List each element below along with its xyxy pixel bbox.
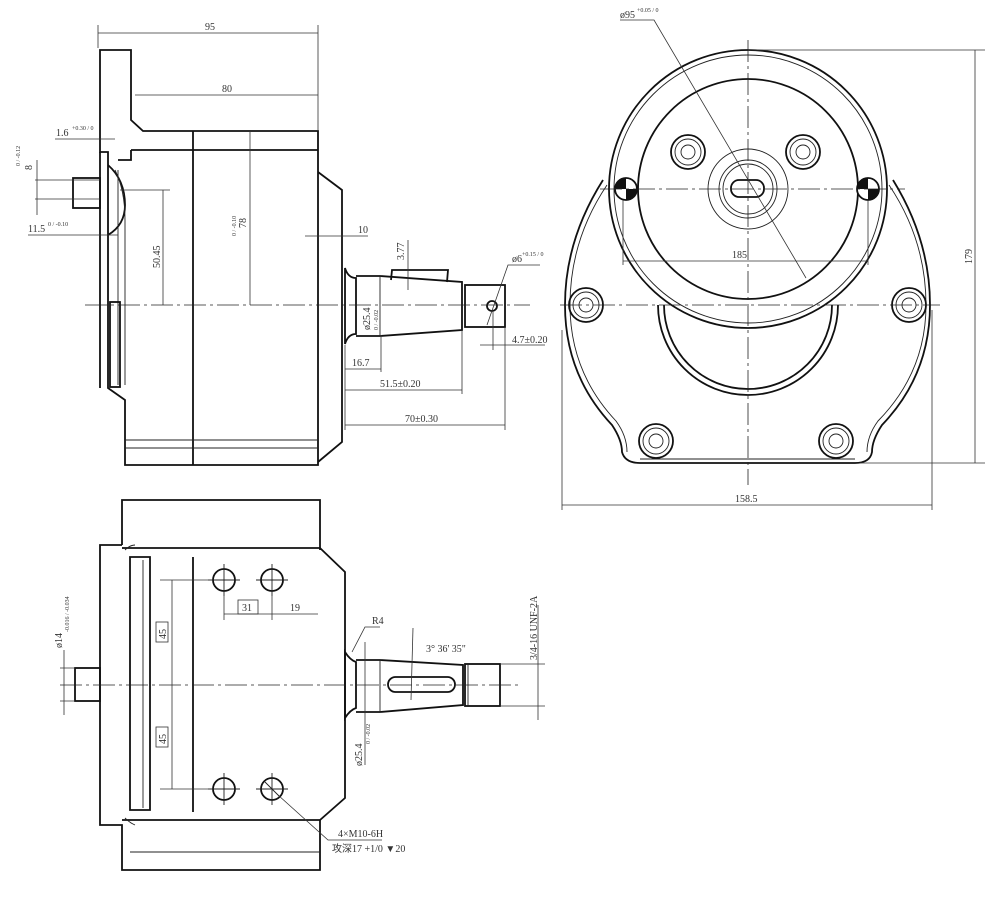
dim-45-box xyxy=(155,621,169,643)
dim-158-5: 158.5 xyxy=(735,494,758,505)
shaft-end xyxy=(464,284,506,328)
dim-stub-line xyxy=(60,650,75,715)
bolt-hole xyxy=(785,134,821,170)
dowel-pin-fill xyxy=(615,178,637,200)
dim-stub-dia-tol: -0.016 / -0.034 xyxy=(65,596,71,632)
dim-31-box xyxy=(237,599,259,615)
stub-shaft xyxy=(74,667,101,702)
tapered-shaft xyxy=(356,275,463,337)
dim-shaft-dia-tol: 0 / -0.02 xyxy=(374,310,380,330)
base-lines xyxy=(125,439,318,449)
dim-80: 80 xyxy=(222,84,232,95)
dim-70: 70±0.30 xyxy=(405,414,438,425)
flange-recess xyxy=(129,556,151,811)
shaft-slot xyxy=(730,179,765,198)
dim-1-6-tol: +0.30 / 0 xyxy=(72,126,94,132)
bottom-view: 45 45 31 19 ø14 -0.016 / -0.034 R4 3° 36… xyxy=(54,499,545,871)
dowel-pin-fill xyxy=(857,178,879,200)
dim-179-line xyxy=(748,49,985,464)
dim-185: 185 xyxy=(732,250,747,261)
mounting-holes xyxy=(208,564,288,805)
dim-70-line xyxy=(345,327,506,430)
dim-51-5-line xyxy=(345,330,463,394)
dim-pin-leader xyxy=(486,264,540,326)
dim-95: 95 xyxy=(205,22,215,33)
dim-50-45-line xyxy=(120,189,170,305)
dim-8-line xyxy=(35,160,100,215)
dim-16-7-line xyxy=(344,336,382,430)
dim-thread: 3/4-16 UNF-2A xyxy=(529,595,540,660)
dim-185-line xyxy=(622,200,869,265)
dim-158-5-line xyxy=(561,310,933,510)
dim-pilot-dia-tol: +0.05 / 0 xyxy=(637,8,659,14)
thread-callout: 4×M10-6H xyxy=(338,829,383,840)
body-outline xyxy=(122,547,346,821)
dim-179: 179 xyxy=(964,249,975,264)
dim-45-lower: 45 xyxy=(158,734,169,744)
dim-11-5: 11.5 xyxy=(28,224,45,235)
shaft-key xyxy=(390,269,449,283)
pilot-boss xyxy=(107,164,126,236)
thread-depth: 攻深17 +1/0 ▼20 xyxy=(332,842,405,855)
dim-pilot-dia-leader xyxy=(620,19,807,279)
dim-95-line xyxy=(97,25,319,130)
dim-pilot-dia: ø95 xyxy=(620,10,635,21)
top-flange xyxy=(121,499,321,550)
dim-19: 19 xyxy=(290,603,300,614)
dim-shaft-dia-tol: 0 / -0.02 xyxy=(366,724,372,744)
dim-16-7: 16.7 xyxy=(352,358,370,369)
pilot-recess xyxy=(114,169,126,385)
dim-78-tol: 0 / -0.10 xyxy=(232,216,238,236)
dim-31: 31 xyxy=(242,603,252,614)
body-step xyxy=(118,150,132,161)
dim-shaft-dia: ø25.4 xyxy=(354,744,365,767)
dim-taper-angle: 3° 36' 35" xyxy=(426,644,466,655)
tapered-shaft xyxy=(356,659,464,713)
dim-1-6: 1.6 xyxy=(56,128,69,139)
dim-shaft-dia: ø25.4 xyxy=(362,308,373,331)
dim-4-7: 4.7±0.20 xyxy=(512,335,548,346)
cross-pin-hole xyxy=(486,300,498,312)
shaft-fillet xyxy=(344,267,357,345)
housing-outline xyxy=(564,179,931,464)
dim-10: 10 xyxy=(358,225,368,236)
dim-thread-line xyxy=(500,605,545,720)
port-boss xyxy=(109,301,121,388)
shaft-fillet xyxy=(344,648,357,722)
flange-outline xyxy=(99,49,319,466)
front-view: 95 80 1.6 +0.30 / 0 8 0 / -0.12 11.5 0 /… xyxy=(16,22,548,466)
dim-45-upper: 45 xyxy=(158,629,169,639)
mounting-chamfer xyxy=(317,171,343,463)
dim-angle-line xyxy=(410,627,414,701)
dim-45-line xyxy=(160,579,210,790)
dim-r4-leader xyxy=(351,626,380,653)
dim-11-5-tol: 0 / -0.10 xyxy=(48,222,68,228)
dim-78: 78 xyxy=(238,218,249,228)
body-outline-left xyxy=(99,544,321,871)
bolt-holes xyxy=(568,134,927,459)
dim-4-7-line xyxy=(480,312,545,350)
dim-51-5: 51.5±0.20 xyxy=(380,379,421,390)
stub-shaft xyxy=(72,177,101,209)
dim-45-box xyxy=(155,726,169,748)
hole-crosshairs xyxy=(208,564,288,805)
end-view: 185 179 158.5 ø95 +0.05 / 0 xyxy=(560,8,985,510)
dim-pin-hole-tol: +0.15 / 0 xyxy=(522,252,544,258)
dim-stub-dia: ø14 xyxy=(54,633,65,648)
body-detail xyxy=(124,544,320,853)
dim-r4: R4 xyxy=(372,616,384,627)
bolt-hole xyxy=(818,423,854,459)
bolt-hole xyxy=(638,423,674,459)
dim-50-45: 50.45 xyxy=(152,246,163,269)
bolt-hole xyxy=(670,134,706,170)
dim-8-tol: 0 / -0.12 xyxy=(16,146,22,166)
dim-3-77: 3.77 xyxy=(396,243,407,261)
dim-pin-hole: ø6 xyxy=(512,254,522,265)
dim-8: 8 xyxy=(24,165,35,170)
thread-callout-leader xyxy=(277,794,382,841)
housing-inner-outline xyxy=(569,184,927,460)
shaft-keyway xyxy=(387,676,456,693)
